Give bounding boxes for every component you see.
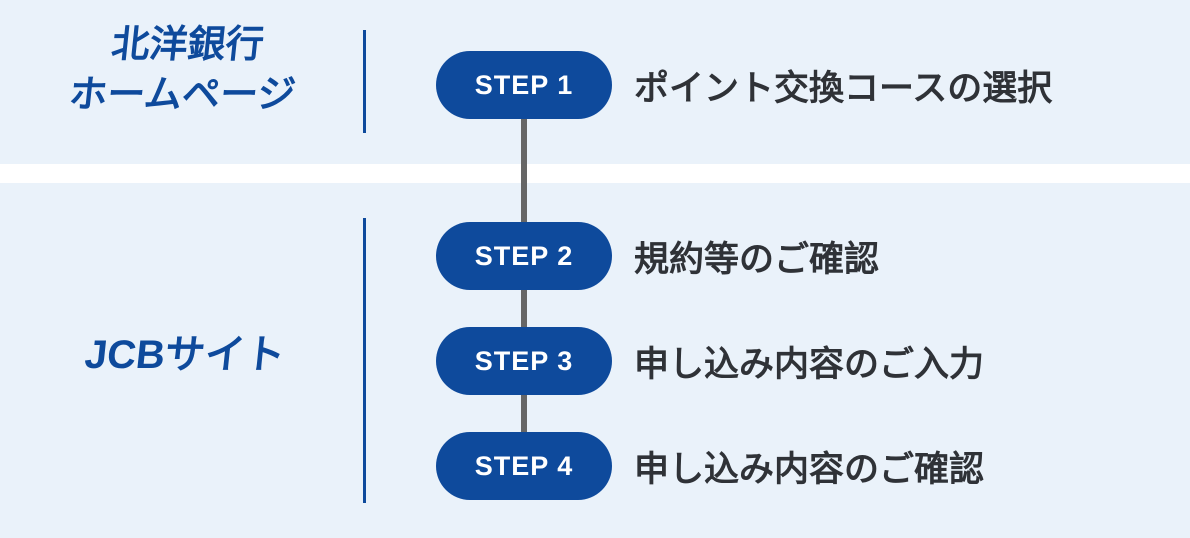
step-row-4: STEP 4 申し込み内容のご確認 (436, 432, 984, 500)
step-1-label: ポイント交換コースの選択 (634, 68, 1053, 108)
step-4-label: 申し込み内容のご確認 (634, 449, 985, 489)
step-3-label: 申し込み内容のご入力 (634, 344, 985, 384)
step-row-1: STEP 1 ポイント交換コースの選択 (436, 51, 1052, 119)
bank-heading-line1: 北洋銀行 (109, 24, 266, 66)
step-2-badge: STEP 2 (436, 222, 612, 290)
bank-section-divider (363, 30, 366, 133)
step-4-badge: STEP 4 (436, 432, 612, 500)
step-row-3: STEP 3 申し込み内容のご入力 (436, 327, 984, 395)
jcb-section-heading: JCBサイト (0, 333, 372, 377)
step-3-badge: STEP 3 (436, 327, 612, 395)
jcb-section-divider (363, 218, 366, 503)
step-2-label: 規約等のご確認 (634, 239, 880, 279)
step-1-badge: STEP 1 (436, 51, 612, 119)
step-row-2: STEP 2 規約等のご確認 (436, 222, 879, 290)
bank-section-heading: 北洋銀行 ホームページ (0, 20, 375, 120)
jcb-heading-text: JCBサイト (82, 333, 288, 377)
section-divider-band (0, 164, 1190, 183)
bank-heading-line2: ホームページ (67, 74, 298, 116)
